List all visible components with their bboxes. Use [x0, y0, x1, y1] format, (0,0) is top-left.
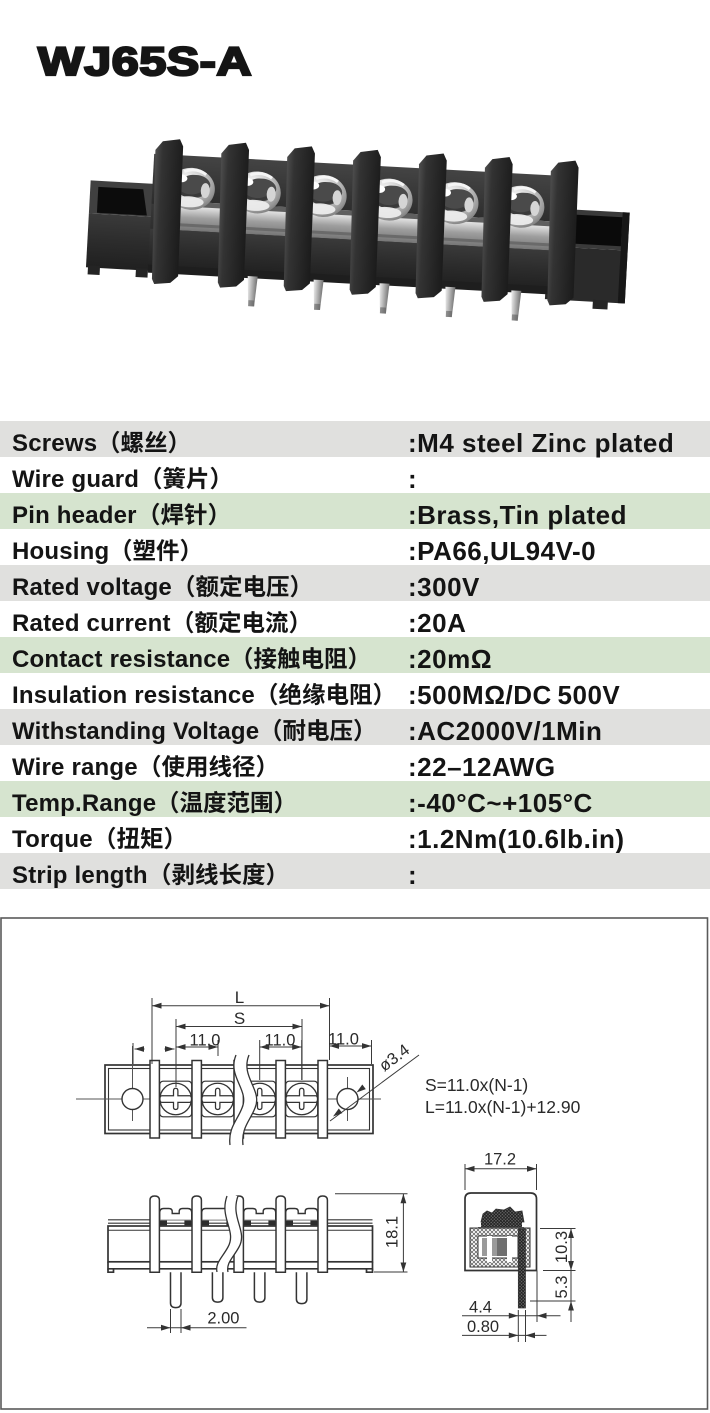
svg-text:17.2: 17.2 — [484, 1150, 516, 1168]
svg-text:L=11.0x(N-1)+12.90: L=11.0x(N-1)+12.90 — [425, 1097, 581, 1117]
svg-text:11.0: 11.0 — [190, 1031, 221, 1049]
svg-text:10.3: 10.3 — [553, 1231, 571, 1263]
svg-text:5.3: 5.3 — [553, 1276, 571, 1299]
svg-text:S=11.0x(N-1): S=11.0x(N-1) — [425, 1075, 528, 1095]
svg-text:2.00: 2.00 — [207, 1310, 239, 1328]
svg-text:ø3.4: ø3.4 — [376, 1041, 413, 1075]
svg-text:S: S — [234, 1009, 245, 1028]
svg-text:11.0: 11.0 — [328, 1031, 359, 1049]
svg-text:18.1: 18.1 — [384, 1216, 402, 1248]
svg-text:4.4: 4.4 — [469, 1299, 492, 1317]
svg-text:0.80: 0.80 — [467, 1318, 499, 1336]
svg-text:11.0: 11.0 — [265, 1031, 296, 1049]
svg-text:L: L — [235, 988, 244, 1007]
